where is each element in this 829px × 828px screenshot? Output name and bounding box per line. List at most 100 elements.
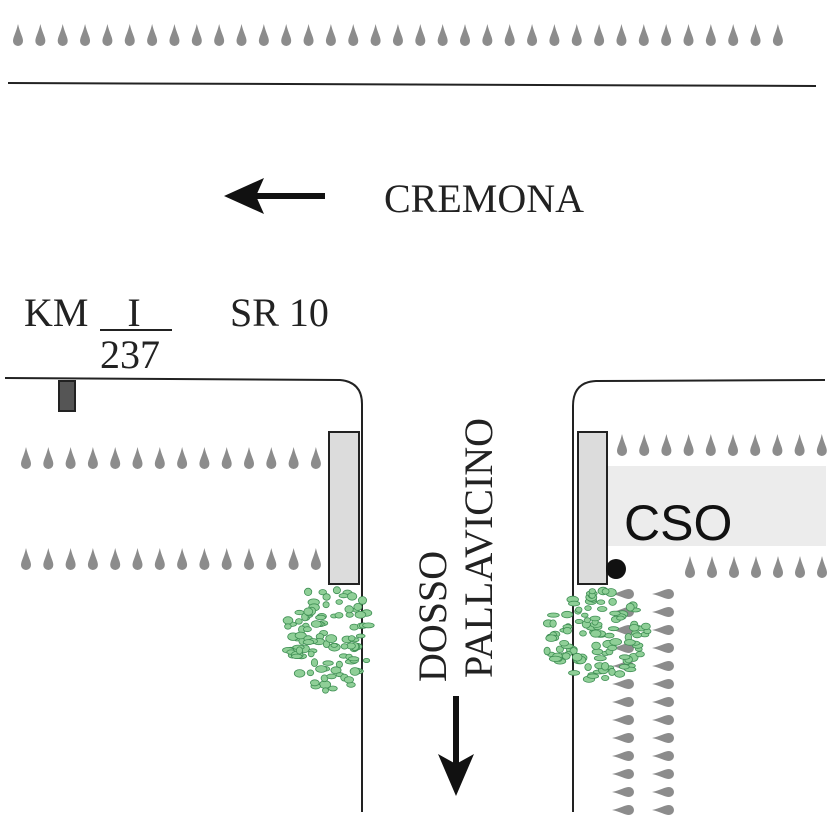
tree-icon <box>348 24 359 46</box>
tree-icon <box>266 447 277 469</box>
tree-icon <box>370 24 381 46</box>
arrow-down-icon <box>438 696 474 796</box>
tree-icon <box>191 24 202 46</box>
km-numerator: I <box>127 290 140 335</box>
tree-icon <box>124 24 135 46</box>
tree-icon <box>236 24 247 46</box>
km-post-icon <box>58 380 76 412</box>
km-prefix: KM <box>24 290 88 335</box>
tree-icon <box>80 24 91 46</box>
tree-icon <box>816 434 827 457</box>
tree-icon <box>214 24 225 46</box>
destination-label: CREMONA <box>384 176 584 221</box>
tree-icon <box>773 556 783 578</box>
tree-icon <box>652 589 674 599</box>
tree-icon <box>652 805 674 815</box>
tree-icon <box>652 751 674 761</box>
tree-icon <box>612 715 634 725</box>
road-label: SR 10 <box>230 290 329 335</box>
tree-icon <box>177 548 188 570</box>
road-edge-left <box>4 377 363 812</box>
tree-icon <box>549 24 560 46</box>
tree-icon <box>705 24 716 46</box>
tree-icon <box>652 715 674 725</box>
tree-icon <box>43 447 54 469</box>
tree-rows <box>13 24 827 815</box>
tree-icon <box>683 24 694 46</box>
tree-icon <box>325 24 336 46</box>
tree-icon <box>13 24 23 46</box>
tree-icon <box>728 24 739 46</box>
tree-icon <box>612 805 634 815</box>
side-road-label-line1: DOSSO <box>410 551 455 682</box>
tree-icon <box>57 24 68 46</box>
left-roadside-panel <box>328 431 360 585</box>
tree-icon <box>617 434 627 456</box>
tree-icon <box>571 24 582 46</box>
tree-icon <box>612 679 634 689</box>
junction-dot-icon <box>606 559 626 579</box>
tree-icon <box>199 447 210 469</box>
tree-icon <box>281 24 292 46</box>
tree-icon <box>750 24 761 46</box>
tree-icon <box>199 548 210 570</box>
tree-icon <box>652 625 674 635</box>
tree-icon <box>772 434 783 457</box>
building-band <box>608 466 826 546</box>
road-edge-right <box>572 379 826 812</box>
tree-icon <box>266 548 277 570</box>
tree-icon <box>616 24 627 46</box>
tree-icon <box>652 643 674 653</box>
building-label: CSO <box>624 495 732 551</box>
tree-icon <box>652 679 674 689</box>
tree-icon <box>221 548 232 570</box>
arrow-left-icon <box>224 178 325 214</box>
tree-icon <box>794 434 805 457</box>
tree-icon <box>705 434 716 457</box>
tree-icon <box>652 607 674 617</box>
tree-icon <box>288 447 299 469</box>
tree-icon <box>685 556 695 578</box>
tree-icon <box>795 556 805 578</box>
tree-icon <box>612 625 634 635</box>
bush-icon <box>282 586 375 694</box>
tree-icon <box>147 24 158 46</box>
tree-icon <box>169 24 180 46</box>
tree-icon <box>35 24 46 46</box>
tree-icon <box>43 548 54 570</box>
tree-icon <box>612 769 634 779</box>
tree-icon <box>154 447 165 469</box>
bush-icon <box>543 586 652 683</box>
tree-icon <box>310 548 321 570</box>
tree-icon <box>652 733 674 743</box>
tree-icon <box>612 589 634 599</box>
bushes <box>282 586 652 694</box>
tree-icon <box>638 24 649 46</box>
tree-icon <box>132 548 143 570</box>
tree-icon <box>65 447 76 469</box>
tree-icon <box>244 548 254 570</box>
right-roadside-panel <box>577 431 608 585</box>
tree-icon <box>661 434 672 457</box>
tree-icon <box>437 24 448 46</box>
tree-icon <box>707 556 717 578</box>
km-denominator: 237 <box>100 332 160 377</box>
tree-icon <box>221 447 232 469</box>
tree-icon <box>21 447 31 469</box>
tree-icon <box>594 24 605 46</box>
tree-icon <box>652 697 674 707</box>
tree-icon <box>612 751 634 761</box>
tree-icon <box>729 556 739 578</box>
tree-icon <box>728 434 738 456</box>
tree-icon <box>652 787 674 797</box>
tree-icon <box>392 24 403 46</box>
tree-icon <box>612 733 634 743</box>
tree-icon <box>244 447 254 469</box>
side-road-label-line2: PALLAVICINO <box>456 418 501 678</box>
tree-icon <box>177 447 188 469</box>
tree-icon <box>751 556 761 578</box>
tree-icon <box>310 447 321 469</box>
tree-icon <box>87 548 98 570</box>
tree-icon <box>303 24 314 46</box>
tree-icon <box>772 24 783 46</box>
